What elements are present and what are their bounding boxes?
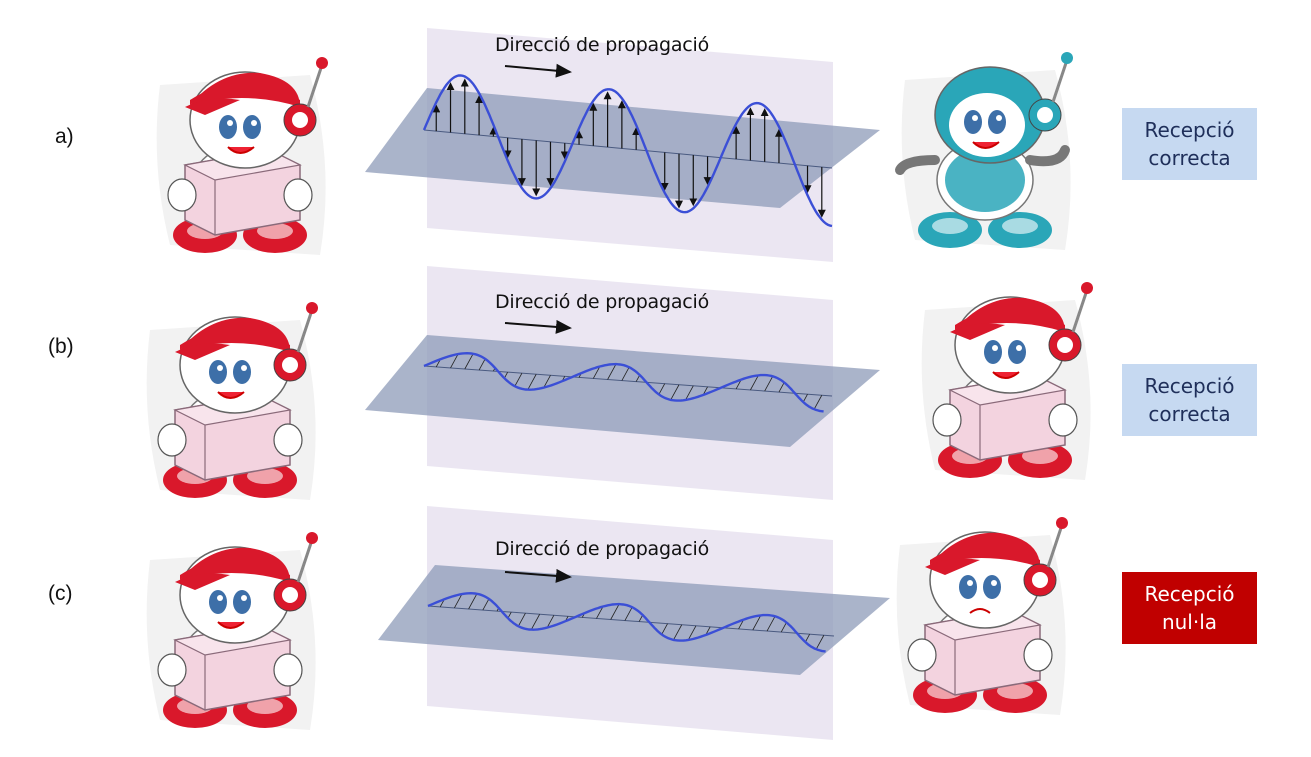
field-vector — [815, 635, 825, 650]
row-3-label: (c) — [48, 582, 73, 605]
row-3-diagram — [378, 506, 890, 740]
blue-robot-receiver — [895, 52, 1073, 250]
row-1-label: a) — [55, 125, 74, 148]
wave-curve — [422, 74, 833, 228]
field-vector — [450, 353, 459, 369]
direction-arrow — [504, 63, 572, 78]
field-vector — [527, 374, 537, 390]
row-1-diagram — [365, 28, 880, 262]
field-vector — [468, 593, 478, 610]
field-vector — [546, 615, 555, 628]
field-vector — [478, 358, 486, 371]
direction-arrow — [504, 319, 572, 334]
field-vector — [685, 385, 694, 401]
field-vector — [517, 613, 526, 627]
field-vector — [805, 634, 810, 643]
field-vector — [764, 376, 774, 392]
red-robot-sad-receiver — [896, 517, 1068, 715]
field-vector — [661, 623, 668, 635]
field-vector — [596, 606, 604, 619]
field-vector — [766, 616, 776, 632]
horizontal-plane — [365, 335, 880, 447]
field-vector — [464, 353, 474, 370]
field-vector — [543, 375, 551, 388]
field-vector — [514, 373, 523, 387]
direction-label: Direcció de propagació — [495, 34, 710, 56]
field-vector — [454, 593, 463, 609]
red-robot-receiver — [921, 282, 1093, 480]
direction-label: Direcció de propagació — [495, 538, 710, 560]
row-2-label: (b) — [48, 335, 74, 358]
field-vector — [670, 384, 680, 401]
field-vector — [607, 363, 617, 380]
field-vector — [482, 598, 490, 611]
direction-arrow — [504, 568, 572, 583]
field-vector — [638, 614, 644, 622]
field-vector — [530, 614, 541, 630]
horizontal-plane — [378, 565, 890, 675]
row-2-diagram — [365, 266, 880, 500]
field-vector — [687, 625, 697, 641]
field-vector — [750, 375, 759, 391]
field-vector — [592, 366, 601, 379]
propagation-axis — [423, 365, 833, 397]
field-vector — [752, 615, 762, 631]
field-vector — [673, 624, 683, 641]
field-vector — [813, 395, 823, 410]
field-vector — [735, 379, 742, 390]
field-vector — [778, 382, 785, 393]
propagation-axis — [427, 605, 835, 637]
sender-robot — [146, 302, 318, 500]
propagation-axis — [423, 129, 833, 169]
sender-robot — [146, 532, 318, 730]
reception-correct-box: Recepció correcta — [1122, 364, 1257, 436]
field-vector — [621, 367, 630, 381]
field-vector — [780, 622, 787, 633]
wave-curve — [423, 351, 824, 413]
direction-label: Direcció de propagació — [495, 291, 710, 313]
field-vector — [802, 394, 808, 403]
wave-curve — [427, 591, 826, 653]
sender-robot — [156, 57, 328, 255]
reception-null-box: Recepció nul·la — [1122, 572, 1257, 644]
reception-correct-box: Recepció correcta — [1122, 108, 1257, 180]
field-vector — [624, 607, 633, 621]
field-vector — [658, 383, 666, 395]
field-vector — [610, 603, 620, 620]
